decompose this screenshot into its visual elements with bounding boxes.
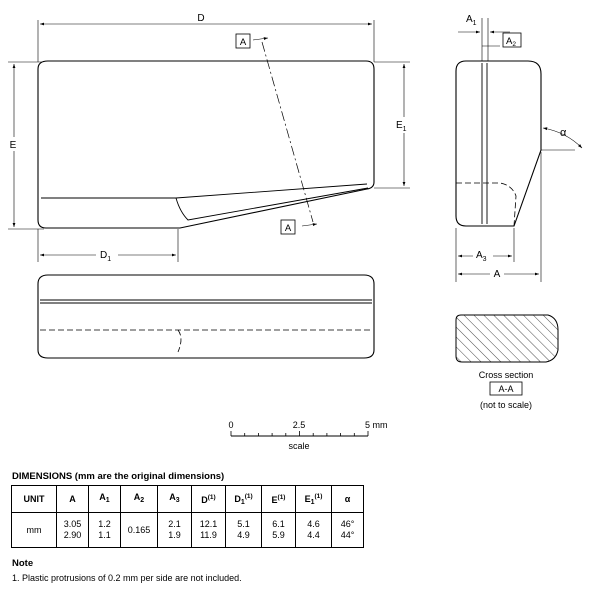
cross-section-view: Cross section A-A (not to scale) <box>455 314 559 410</box>
label-a: A <box>494 269 501 280</box>
dimensions-title: DIMENSIONS (mm are the original dimensio… <box>12 471 225 482</box>
scale-tick-0: 0 <box>228 420 233 430</box>
svg-text:A: A <box>240 37 247 48</box>
note-title: Note <box>12 558 34 569</box>
header-a: A <box>56 485 89 513</box>
header-e: E(1) <box>261 485 296 513</box>
a2-box <box>502 32 522 48</box>
cell-unit: mm <box>11 512 57 548</box>
label-e: E <box>10 140 17 151</box>
cell-alpha: 46°44° <box>331 512 364 548</box>
header-alpha: α <box>331 485 364 513</box>
cell-a2: 0.165 <box>120 512 158 548</box>
end-view: A1 A2 α A3 A <box>455 14 583 282</box>
section-marker-bottom <box>280 219 296 235</box>
scale-tick-5mm: 5 mm <box>365 420 388 430</box>
scale-tick-2-5: 2.5 <box>293 420 306 430</box>
label-d1: D1 <box>100 250 111 263</box>
header-e1: E1(1) <box>295 485 332 513</box>
top-view: D E E1 D1 A A <box>4 13 412 263</box>
dimensions-table: UNIT A A1 A2 A3 D(1) D1(1) E(1) E1(1) α … <box>11 485 364 548</box>
label-a2: A2 <box>506 36 516 48</box>
header-a2: A2 <box>120 485 158 513</box>
cross-section-label-box <box>489 381 523 396</box>
note-text: 1. Plastic protrusions of 0.2 mm per sid… <box>12 573 242 583</box>
cross-section-label: A-A <box>498 384 513 394</box>
package-outline-drawing: D E E1 D1 A A <box>4 13 583 451</box>
cross-section-title: Cross section <box>479 370 534 380</box>
svg-text:A: A <box>285 223 292 234</box>
header-a1: A1 <box>88 485 121 513</box>
scale-bar: 0 2.5 5 mm scale <box>228 420 387 451</box>
label-alpha: α <box>560 127 567 139</box>
cross-section-hatched <box>455 314 559 363</box>
section-line-aa <box>261 41 314 223</box>
scale-caption: scale <box>288 441 309 451</box>
header-d: D(1) <box>191 485 226 513</box>
table-header-row: UNIT A A1 A2 A3 D(1) D1(1) E(1) E1(1) α <box>11 485 364 513</box>
header-a3: A3 <box>157 485 192 513</box>
label-a1: A1 <box>466 14 477 27</box>
side-view <box>37 274 375 359</box>
header-unit: UNIT <box>11 485 57 513</box>
label-e1: E1 <box>396 120 407 133</box>
cross-section-note: (not to scale) <box>480 400 532 410</box>
section-marker-top <box>235 33 251 49</box>
label-d: D <box>197 13 204 24</box>
package-body-top <box>37 60 375 229</box>
label-a3: A3 <box>476 250 487 263</box>
header-d1: D1(1) <box>225 485 262 513</box>
